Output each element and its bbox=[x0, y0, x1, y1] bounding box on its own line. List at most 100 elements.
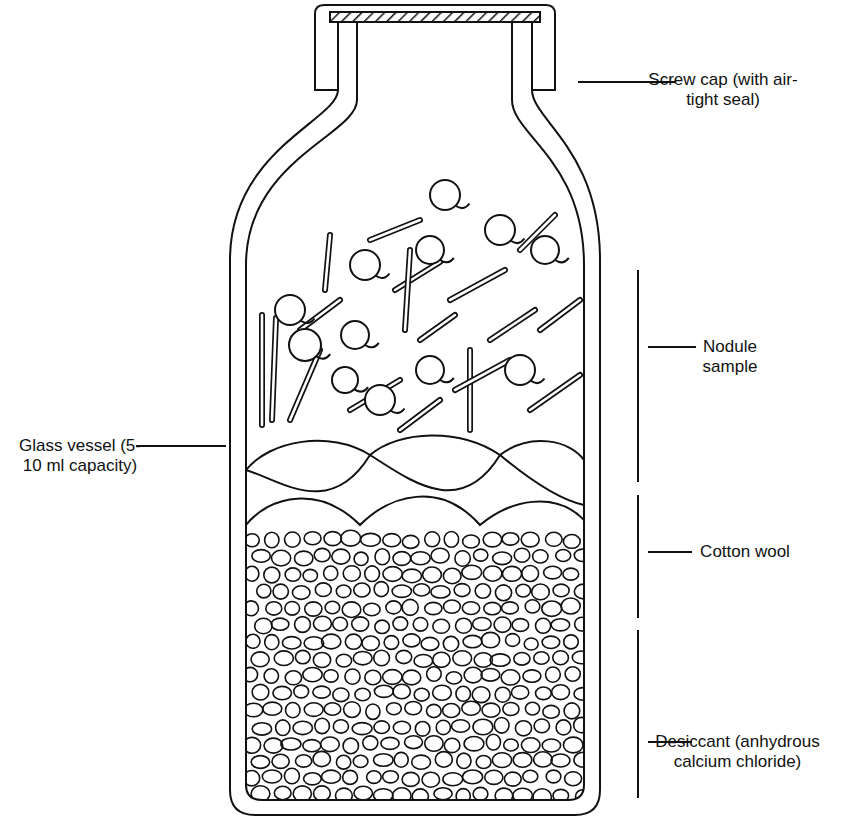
granule bbox=[556, 720, 571, 735]
granule bbox=[525, 600, 540, 613]
root-piece bbox=[400, 400, 440, 430]
granule bbox=[313, 686, 331, 698]
granule bbox=[502, 602, 519, 614]
granule bbox=[244, 703, 263, 717]
granule bbox=[473, 787, 488, 800]
granule bbox=[552, 685, 570, 700]
granule bbox=[402, 670, 420, 685]
granule bbox=[352, 617, 369, 631]
granule bbox=[315, 583, 331, 597]
granule bbox=[251, 756, 269, 769]
granule bbox=[333, 617, 348, 630]
granule bbox=[412, 755, 431, 769]
granule bbox=[574, 584, 593, 599]
granule bbox=[344, 702, 361, 718]
granule bbox=[521, 532, 539, 547]
root-piece bbox=[467, 350, 473, 430]
granule bbox=[462, 602, 479, 615]
granule bbox=[353, 652, 372, 665]
granule bbox=[396, 650, 412, 663]
granule bbox=[411, 552, 430, 565]
granule bbox=[354, 786, 373, 800]
part-label: Nodule sample bbox=[690, 337, 770, 377]
granule bbox=[392, 585, 411, 597]
granule bbox=[322, 634, 341, 649]
granule bbox=[403, 634, 420, 647]
root-piece-core bbox=[530, 375, 580, 410]
granule bbox=[572, 651, 590, 664]
granule bbox=[463, 635, 482, 647]
granule bbox=[565, 772, 582, 786]
granule bbox=[246, 634, 260, 648]
granule bbox=[313, 751, 330, 766]
nodule-stalk bbox=[376, 274, 390, 279]
granule bbox=[444, 600, 461, 613]
root-piece-core bbox=[405, 250, 410, 330]
granule bbox=[412, 789, 428, 804]
granule bbox=[523, 670, 541, 682]
granule bbox=[284, 768, 299, 783]
granule bbox=[563, 535, 580, 549]
granule bbox=[576, 790, 591, 803]
granule bbox=[294, 685, 309, 698]
granule bbox=[490, 654, 510, 666]
root-piece-core bbox=[540, 300, 580, 330]
granule bbox=[546, 770, 561, 783]
granule bbox=[304, 703, 323, 717]
root-piece bbox=[490, 310, 535, 340]
granule bbox=[444, 532, 458, 548]
granule bbox=[354, 552, 368, 565]
root-piece bbox=[530, 375, 580, 410]
granule bbox=[374, 721, 389, 734]
granule bbox=[504, 739, 519, 751]
granule bbox=[271, 618, 289, 630]
granule bbox=[295, 551, 313, 566]
granule bbox=[383, 567, 402, 582]
granule bbox=[533, 789, 551, 805]
granule bbox=[265, 635, 279, 650]
granule bbox=[501, 670, 520, 685]
granule bbox=[285, 671, 301, 685]
granule bbox=[363, 736, 378, 750]
granule bbox=[563, 737, 583, 753]
granule bbox=[296, 755, 312, 767]
granule bbox=[563, 568, 579, 580]
granule bbox=[313, 653, 330, 668]
granule bbox=[433, 685, 452, 700]
granule bbox=[574, 688, 592, 701]
granule bbox=[553, 584, 569, 597]
granule bbox=[265, 532, 279, 548]
granule bbox=[534, 652, 549, 665]
granule bbox=[551, 619, 570, 631]
granule bbox=[384, 636, 399, 650]
granule bbox=[332, 549, 350, 564]
granule bbox=[352, 723, 372, 735]
granule bbox=[553, 789, 569, 801]
granule bbox=[536, 687, 552, 700]
granule bbox=[443, 636, 458, 651]
granule bbox=[546, 667, 561, 682]
granule bbox=[464, 667, 482, 683]
granule bbox=[446, 672, 462, 684]
root-piece bbox=[300, 300, 340, 330]
granule bbox=[324, 532, 341, 546]
granule bbox=[286, 703, 301, 718]
granule bbox=[494, 718, 509, 734]
granule bbox=[324, 703, 341, 716]
granule bbox=[486, 734, 500, 750]
granule bbox=[431, 548, 449, 563]
nodule-stalk bbox=[440, 378, 454, 383]
granule bbox=[304, 773, 322, 785]
nodule-stalk bbox=[511, 239, 525, 244]
granule bbox=[456, 618, 472, 633]
granule bbox=[324, 566, 338, 580]
root-piece bbox=[405, 250, 410, 330]
granule bbox=[452, 720, 470, 732]
nodule-stalk bbox=[354, 387, 368, 392]
granule bbox=[386, 601, 401, 614]
granule bbox=[402, 535, 419, 548]
nodule-stalk bbox=[391, 409, 405, 414]
granule bbox=[457, 753, 471, 768]
granule bbox=[375, 620, 390, 633]
granule bbox=[456, 789, 470, 804]
